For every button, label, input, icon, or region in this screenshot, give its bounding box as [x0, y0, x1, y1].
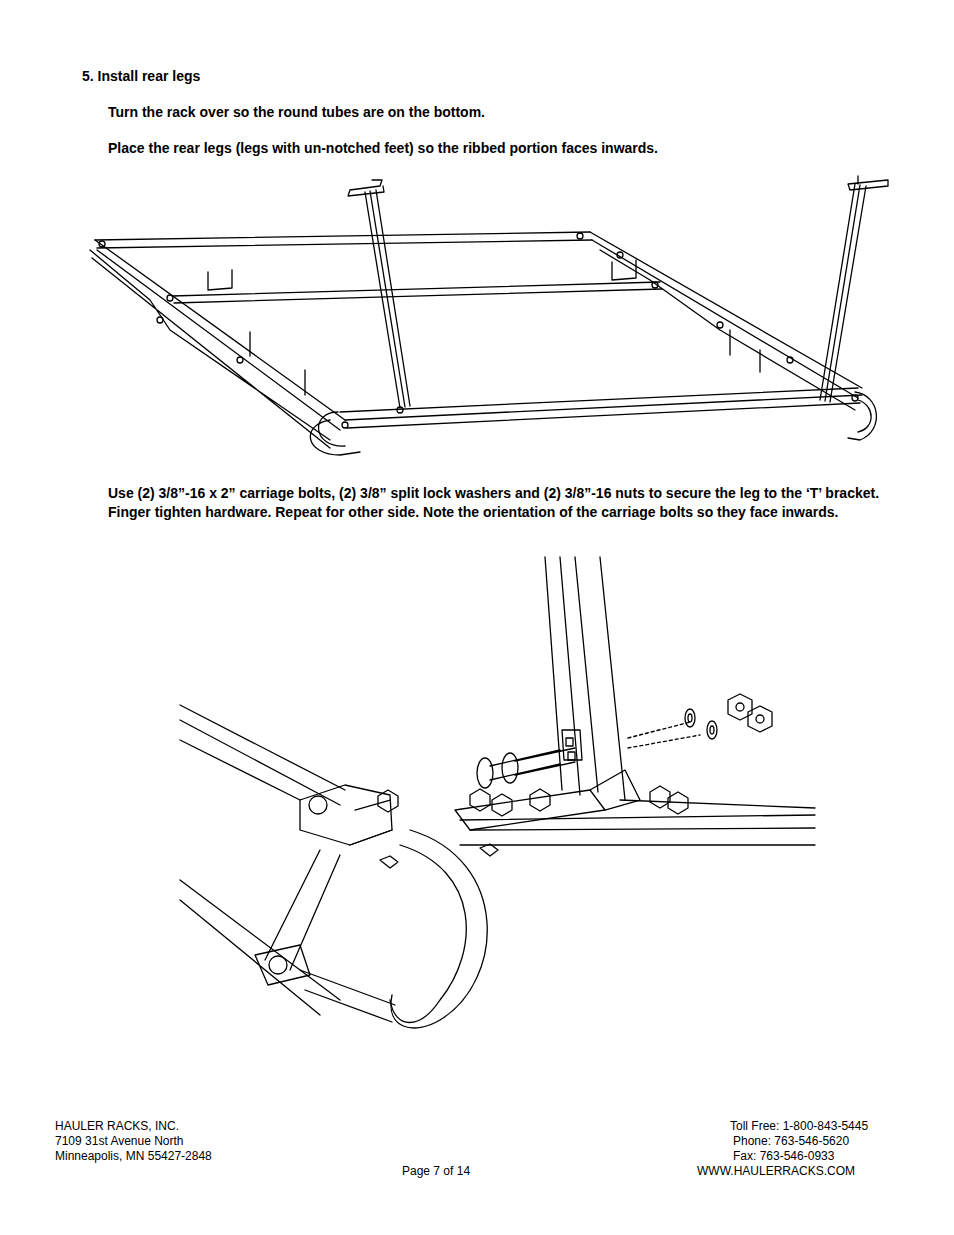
- footer-address: 7109 31st Avenue North: [55, 1134, 184, 1149]
- rack-frame: [90, 232, 876, 455]
- step-heading: 5. Install rear legs: [82, 67, 200, 86]
- footer-company: HAULER RACKS, INC.: [55, 1119, 179, 1134]
- page-number: Page 7 of 14: [402, 1164, 470, 1179]
- footer-phone: Toll Free: 1-800-843-5445: [730, 1119, 868, 1134]
- instruction-text: Use (2) 3/8”-16 x 2” carriage bolts, (2)…: [108, 484, 898, 522]
- footer-city: Minneapolis, MN 55427-2848: [55, 1149, 212, 1164]
- footer-phone: Phone: 763-546-5620: [733, 1134, 849, 1149]
- rear-legs: [348, 176, 888, 408]
- instruction-text: Turn the rack over so the round tubes ar…: [108, 103, 485, 122]
- footer-website: WWW.HAULERRACKS.COM: [697, 1164, 855, 1179]
- bracket-detail: [180, 557, 815, 1028]
- footer-fax: Fax: 763-546-0933: [733, 1149, 834, 1164]
- instruction-text: Place the rear legs (legs with un-notche…: [108, 139, 658, 158]
